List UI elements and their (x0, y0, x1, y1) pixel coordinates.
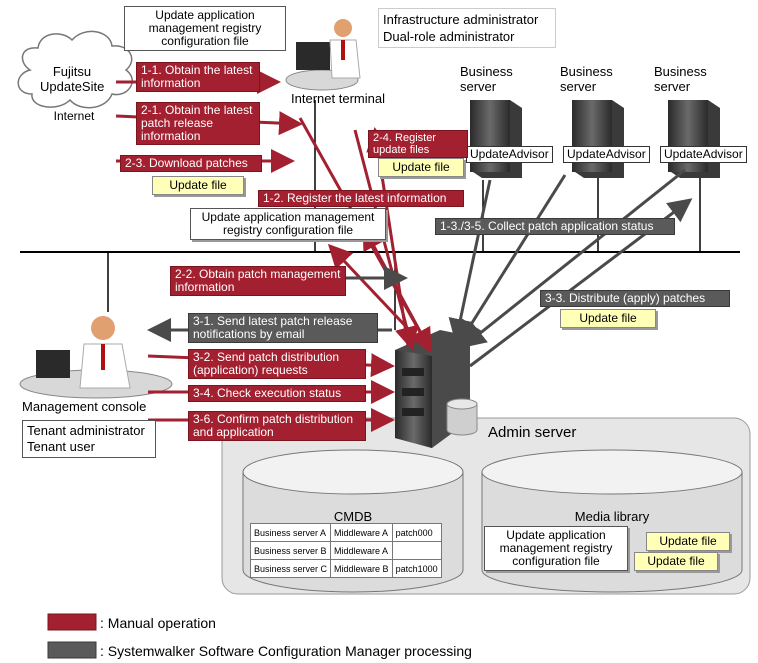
admin-server-label: Admin server (488, 424, 577, 441)
business-server-icon (668, 100, 720, 178)
table-row: Business server B Middleware A (249, 541, 442, 560)
update-advisor-3: UpdateAdvisor (660, 146, 747, 163)
cmdb-label: CMDB (333, 509, 373, 524)
internet-terminal-icon (285, 19, 361, 91)
admin-role-2: Dual-role administrator (383, 29, 515, 44)
internet-label: Internet (53, 109, 95, 123)
step-3-4: 3-4. Check execution status (188, 385, 366, 402)
cmdb-table: Business server A Middleware A patch000 … (249, 523, 442, 578)
step-1-1: 1-1. Obtain the latest information (136, 62, 260, 92)
admin-roles-box: Infrastructure administrator Dual-role a… (378, 8, 556, 48)
media-config-file: Update application management registry c… (484, 526, 628, 571)
cmdb-cell (391, 541, 442, 560)
step-3-3: 3-3. Distribute (apply) patches (540, 290, 730, 307)
update-file-note-distribute: Update file (560, 309, 656, 328)
config-file-note-top: Update application management registry c… (124, 6, 286, 51)
console-role-1: Tenant administrator (27, 423, 145, 438)
management-console-label: Management console (22, 399, 147, 414)
config-file-note-mid: Update application management registry c… (190, 208, 386, 240)
cmdb-cell: patch1000 (391, 559, 442, 578)
cmdb-cell: Middleware A (330, 541, 393, 560)
cmdb-cell: Business server B (249, 541, 332, 560)
admin-role-1: Infrastructure administrator (383, 12, 539, 27)
step-3-6: 3-6. Confirm patch distribution and appl… (188, 411, 366, 441)
update-file-note-register: Update file (378, 158, 464, 177)
cmdb-cell: Business server A (249, 523, 332, 542)
step-1-3-3-5: 1-3./3-5. Collect patch application stat… (435, 218, 675, 235)
admin-server-icon (395, 330, 478, 448)
update-advisor-2: UpdateAdvisor (563, 146, 650, 163)
cmdb-cell: Business server C (249, 559, 332, 578)
media-update-file-2: Update file (634, 552, 718, 571)
console-role-2: Tenant user (27, 439, 95, 454)
legend-swatch-manual (47, 613, 97, 631)
media-library-label: Media library (574, 509, 650, 524)
step-2-1: 2-1. Obtain the latest patch release inf… (136, 102, 260, 145)
console-roles-box: Tenant administrator Tenant user (22, 420, 156, 458)
business-server-icon (470, 100, 522, 178)
cmdb-cell: Middleware A (330, 523, 393, 542)
business-server-label-1: Business server (460, 64, 513, 94)
table-row: Business server C Middleware B patch1000 (249, 559, 442, 578)
management-console-icon (19, 316, 173, 399)
legend-swatch-processing (47, 641, 97, 659)
step-1-2: 1-2. Register the latest information (258, 190, 464, 207)
business-server-label-2: Business server (560, 64, 613, 94)
step-3-1: 3-1. Send latest patch release notificat… (188, 313, 378, 343)
update-advisor-1: UpdateAdvisor (466, 146, 553, 163)
cmdb-cell: patch000 (391, 523, 442, 542)
media-update-file-1: Update file (646, 532, 730, 551)
step-2-2: 2-2. Obtain patch management information (170, 266, 346, 296)
cmdb-cell: Middleware B (330, 559, 393, 578)
business-server-icon (572, 100, 624, 178)
business-server-label-3: Business server (654, 64, 707, 94)
internet-terminal-label: Internet terminal (291, 91, 385, 106)
step-2-3: 2-3. Download patches (120, 155, 262, 172)
step-3-2: 3-2. Send patch distribution (applicatio… (188, 349, 366, 379)
update-site-label: Fujitsu UpdateSite (40, 64, 105, 94)
step-2-4: 2-4. Register update files (368, 130, 468, 158)
cloud-shape (17, 30, 133, 109)
legend-label-processing: : Systemwalker Software Configuration Ma… (100, 643, 472, 659)
update-file-note-download: Update file (152, 176, 244, 195)
table-row: Business server A Middleware A patch000 (249, 523, 442, 542)
legend-label-manual: : Manual operation (100, 615, 216, 631)
